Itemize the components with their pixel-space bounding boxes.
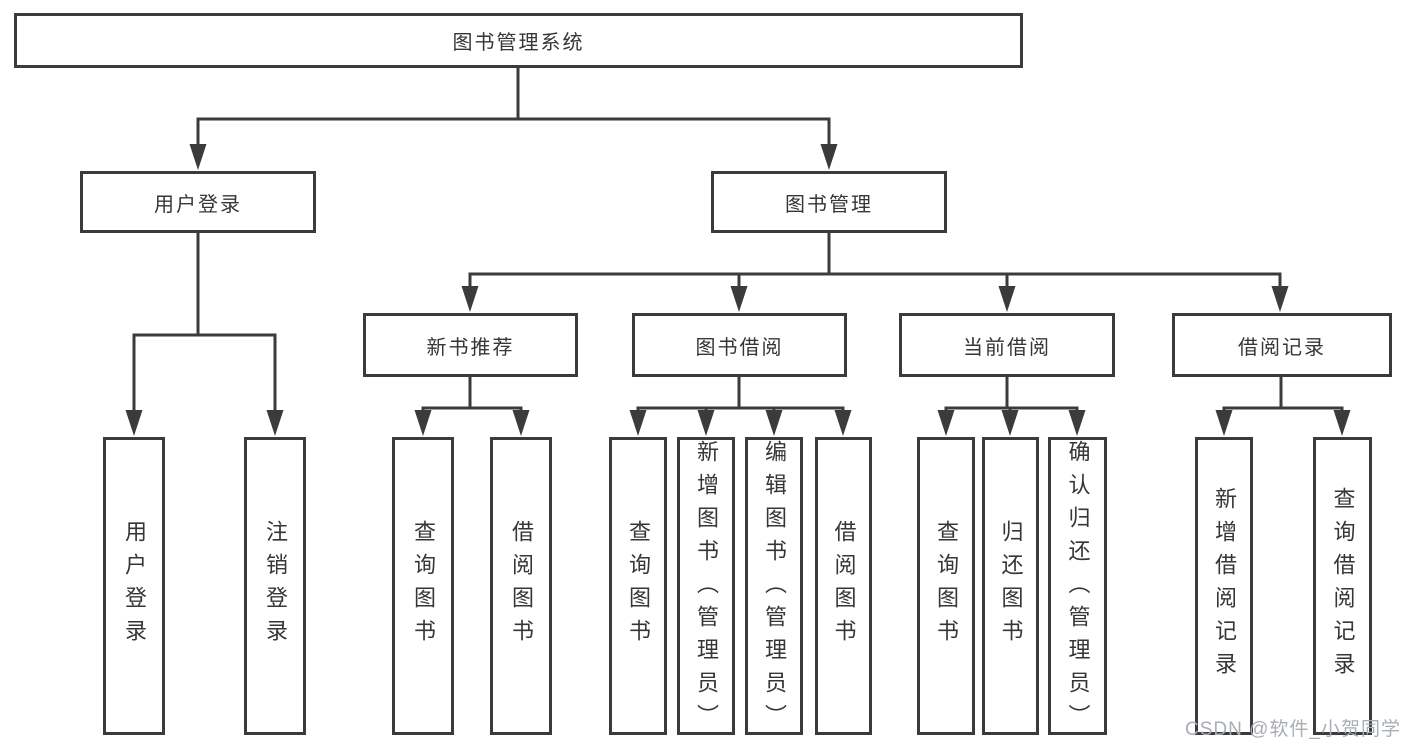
- records-split-line: [1222, 377, 1344, 416]
- node-library-system: 图书管理系统: [14, 13, 1023, 68]
- leaf-borrow-books: 借阅图书: [815, 437, 872, 735]
- csdn-watermark: CSDN @软件_小贺同学: [1185, 719, 1401, 740]
- book-management-split-line: [468, 233, 1282, 294]
- user-login-split-line: [132, 233, 277, 416]
- leaf-logout: 注销登录: [244, 437, 306, 735]
- leaf-recommend-search-books: 查询图书: [392, 437, 454, 735]
- node-book-management: 图书管理: [711, 171, 947, 233]
- leaf-current-search-books: 查询图书: [917, 437, 975, 735]
- leaf-confirm-return-admin: 确认归还（管理员）: [1048, 437, 1107, 737]
- root-split-line: [196, 68, 831, 150]
- leaf-borrow-search-books: 查询图书: [609, 437, 667, 735]
- leaf-add-books-admin: 新增图书（管理员）: [677, 437, 735, 737]
- node-new-book-recommend: 新书推荐: [363, 313, 578, 377]
- leaf-recommend-borrow-books: 借阅图书: [490, 437, 552, 735]
- leaf-edit-books-admin: 编辑图书（管理员）: [745, 437, 803, 737]
- leaf-return-books: 归还图书: [982, 437, 1039, 735]
- recommend-split-line: [421, 377, 523, 416]
- node-borrow-records: 借阅记录: [1172, 313, 1392, 377]
- node-current-borrow: 当前借阅: [899, 313, 1115, 377]
- borrow-split-line: [636, 377, 845, 416]
- leaf-add-borrow-record: 新增借阅记录: [1195, 437, 1253, 735]
- node-book-borrow: 图书借阅: [632, 313, 847, 377]
- leaf-user-login: 用户登录: [103, 437, 165, 735]
- node-user-login: 用户登录: [80, 171, 316, 233]
- leaf-search-borrow-record: 查询借阅记录: [1313, 437, 1372, 735]
